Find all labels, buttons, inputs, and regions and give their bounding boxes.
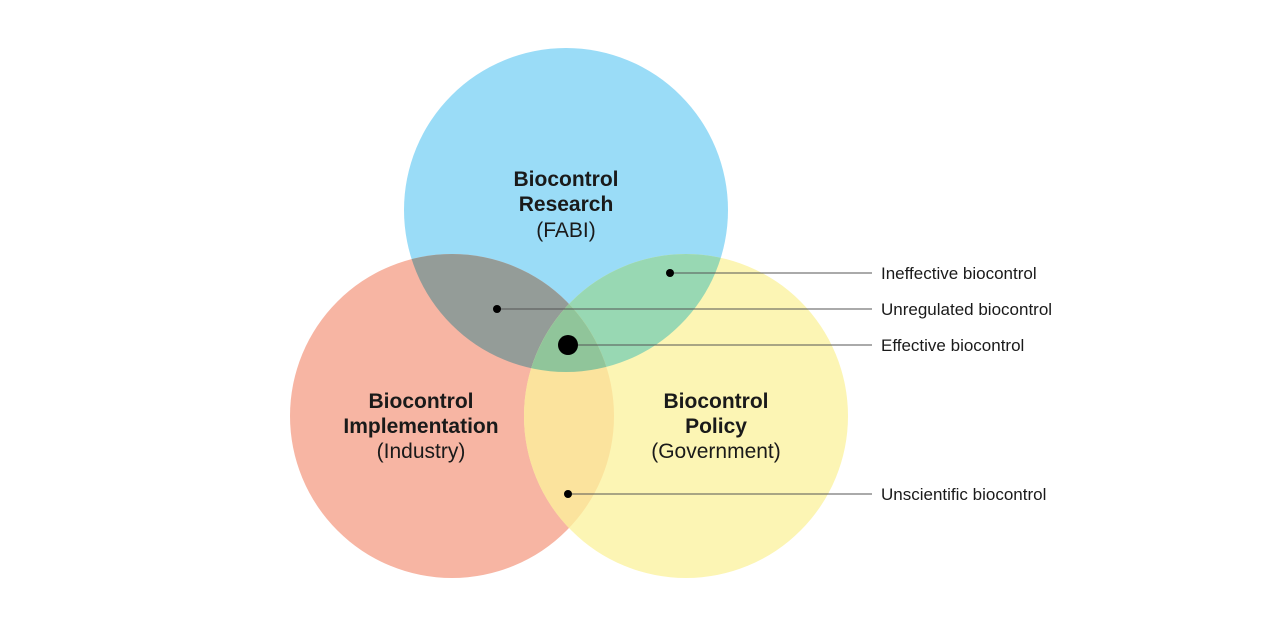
research-title-line2: Research (519, 193, 614, 216)
policy-title-line1: Biocontrol (664, 390, 769, 413)
overlap-research-implementation (404, 254, 614, 372)
policy-subtitle: (Government) (651, 440, 781, 463)
unscientific-label: Unscientific biocontrol (881, 485, 1046, 504)
ineffective-marker-dot (666, 269, 674, 277)
research-subtitle: (FABI) (536, 219, 596, 242)
research-title-line1: Biocontrol (514, 168, 619, 191)
implementation-title-line2: Implementation (343, 415, 498, 438)
policy-title-line2: Policy (685, 415, 747, 438)
effective-marker-dot (558, 335, 578, 355)
effective-label: Effective biocontrol (881, 336, 1024, 355)
implementation-subtitle: (Industry) (377, 440, 466, 463)
unregulated-marker-dot (493, 305, 501, 313)
overlap-research-policy (524, 254, 728, 372)
implementation-title-line1: Biocontrol (369, 390, 474, 413)
unregulated-label: Unregulated biocontrol (881, 300, 1052, 319)
unscientific-marker-dot (564, 490, 572, 498)
ineffective-label: Ineffective biocontrol (881, 264, 1037, 283)
